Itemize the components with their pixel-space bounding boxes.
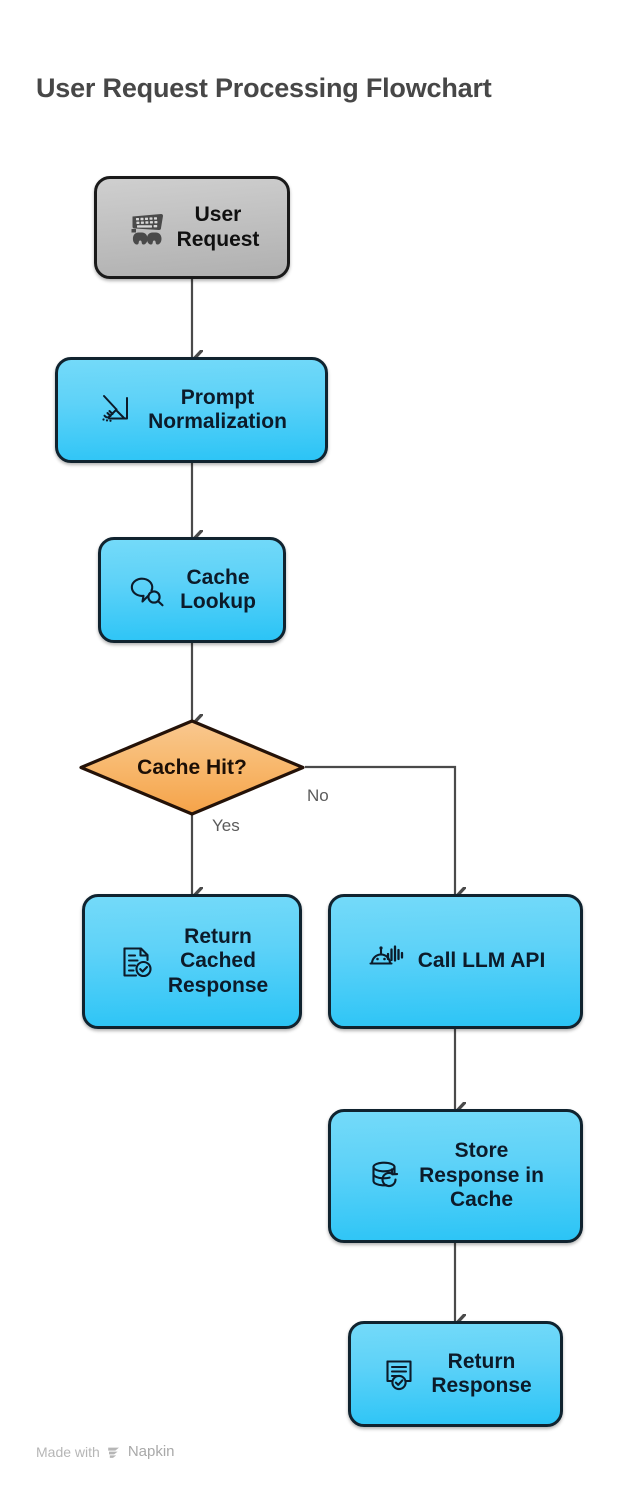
footer-brand-name: Napkin <box>127 1443 175 1460</box>
broom-sweep-icon <box>96 389 138 431</box>
robot-waveform-icon <box>366 941 408 983</box>
node-return-cached-response[interactable]: Return Cached Response <box>82 894 302 1029</box>
database-refresh-icon <box>367 1155 409 1197</box>
edge-label-yes: Yes <box>212 816 240 835</box>
certificate-check-icon <box>379 1353 421 1395</box>
napkin-logo-icon <box>106 1444 122 1460</box>
node-label: Return Cached Response <box>167 924 269 997</box>
node-label: Store Response in Cache <box>419 1139 544 1212</box>
node-label: User Request <box>176 203 260 251</box>
node-user-request[interactable]: User Request <box>94 176 290 279</box>
node-label: Call LLM API <box>417 949 546 973</box>
node-store-response-in-cache[interactable]: Store Response in Cache <box>328 1109 583 1243</box>
edge-label-no: No <box>307 786 329 805</box>
node-label: Cache Lookup <box>180 565 256 613</box>
node-cache-lookup[interactable]: Cache Lookup <box>98 537 286 643</box>
node-prompt-normalization[interactable]: Prompt Normalization <box>55 357 328 463</box>
page-title: User Request Processing Flowchart <box>36 73 492 103</box>
footer-made-with-napkin[interactable]: Made with Napkin <box>36 1443 175 1460</box>
keyboard-hands-icon <box>125 207 167 249</box>
node-label: Return Response <box>431 1349 532 1397</box>
node-call-llm-api[interactable]: Call LLM API <box>328 894 583 1029</box>
node-return-response[interactable]: Return Response <box>348 1321 563 1427</box>
decision-diamond-shape <box>79 719 305 816</box>
speech-bubble-search-icon <box>128 569 170 611</box>
document-check-icon <box>116 941 158 983</box>
node-label: Prompt Normalization <box>148 385 287 433</box>
footer-made-with-text: Made with <box>36 1443 100 1460</box>
node-cache-hit[interactable]: Cache Hit? <box>78 718 306 817</box>
node-label: Cache Hit? <box>137 755 247 779</box>
